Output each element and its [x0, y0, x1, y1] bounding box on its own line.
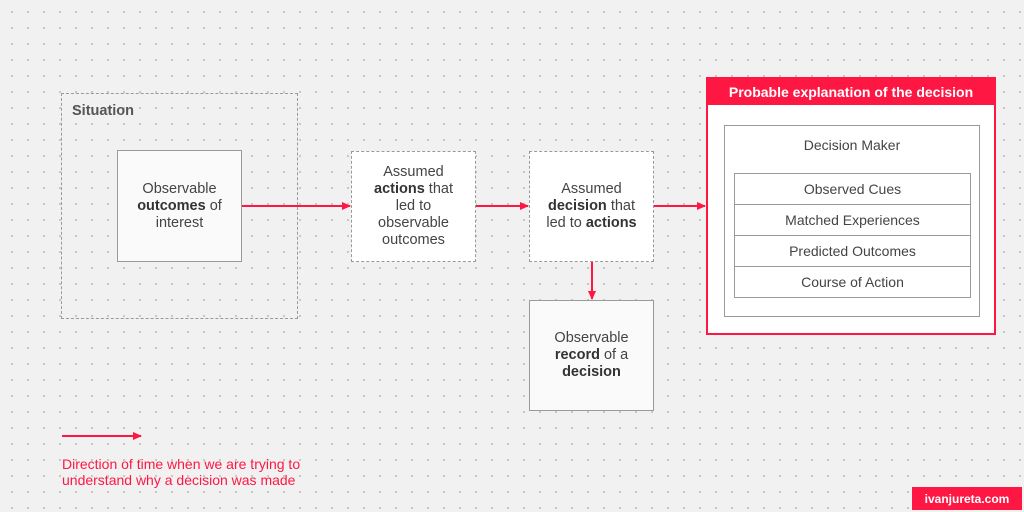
record-node: Observable record of a decision [529, 300, 654, 411]
decision-maker-list: Observed Cues Matched Experiences Predic… [734, 173, 971, 298]
decision-line1: Assumed [561, 181, 622, 197]
actions-line5: outcomes [382, 232, 445, 248]
record-line2-rest: of a [599, 347, 629, 363]
situation-title: Situation [72, 103, 135, 119]
decision-node: Assumed decision that led to actions [529, 151, 654, 262]
actions-line2-rest: that [424, 181, 453, 197]
legend-text: Direction of time when we are trying to … [62, 456, 301, 488]
outcomes-bold: outcomes [137, 197, 206, 214]
outcomes-line2-rest: of [205, 197, 222, 214]
dm-item-observed-cues: Observed Cues [734, 173, 971, 205]
record-line1: Observable [554, 330, 629, 346]
outcomes-line1: Observable [142, 180, 217, 197]
actions-bold: actions [374, 181, 425, 197]
actions-line4: observable [378, 215, 449, 231]
outcomes-node: Observable outcomes of interest [117, 150, 242, 262]
site-badge[interactable]: ivanjureta.com [912, 487, 1022, 510]
actions-line3: led to [395, 198, 432, 214]
actions-node: Assumed actions that led to observable o… [351, 151, 476, 262]
decision-bold: decision [547, 198, 607, 214]
decision-line3-pre: led to [546, 215, 586, 231]
decision-line2-rest: that [606, 198, 636, 214]
decision-maker-box: Decision Maker Observed Cues Matched Exp… [724, 125, 980, 317]
record-bold: record [554, 347, 600, 363]
explanation-title: Probable explanation of the decision [708, 79, 994, 105]
actions-line1: Assumed [383, 164, 444, 180]
record-line3-bold: decision [562, 364, 621, 380]
decision-line3-bold: actions [585, 215, 637, 231]
explanation-panel: Probable explanation of the decision Dec… [706, 77, 996, 335]
decision-maker-title: Decision Maker [803, 137, 901, 153]
outcomes-line3: interest [155, 214, 204, 231]
dm-item-course-of-action: Course of Action [734, 266, 971, 298]
